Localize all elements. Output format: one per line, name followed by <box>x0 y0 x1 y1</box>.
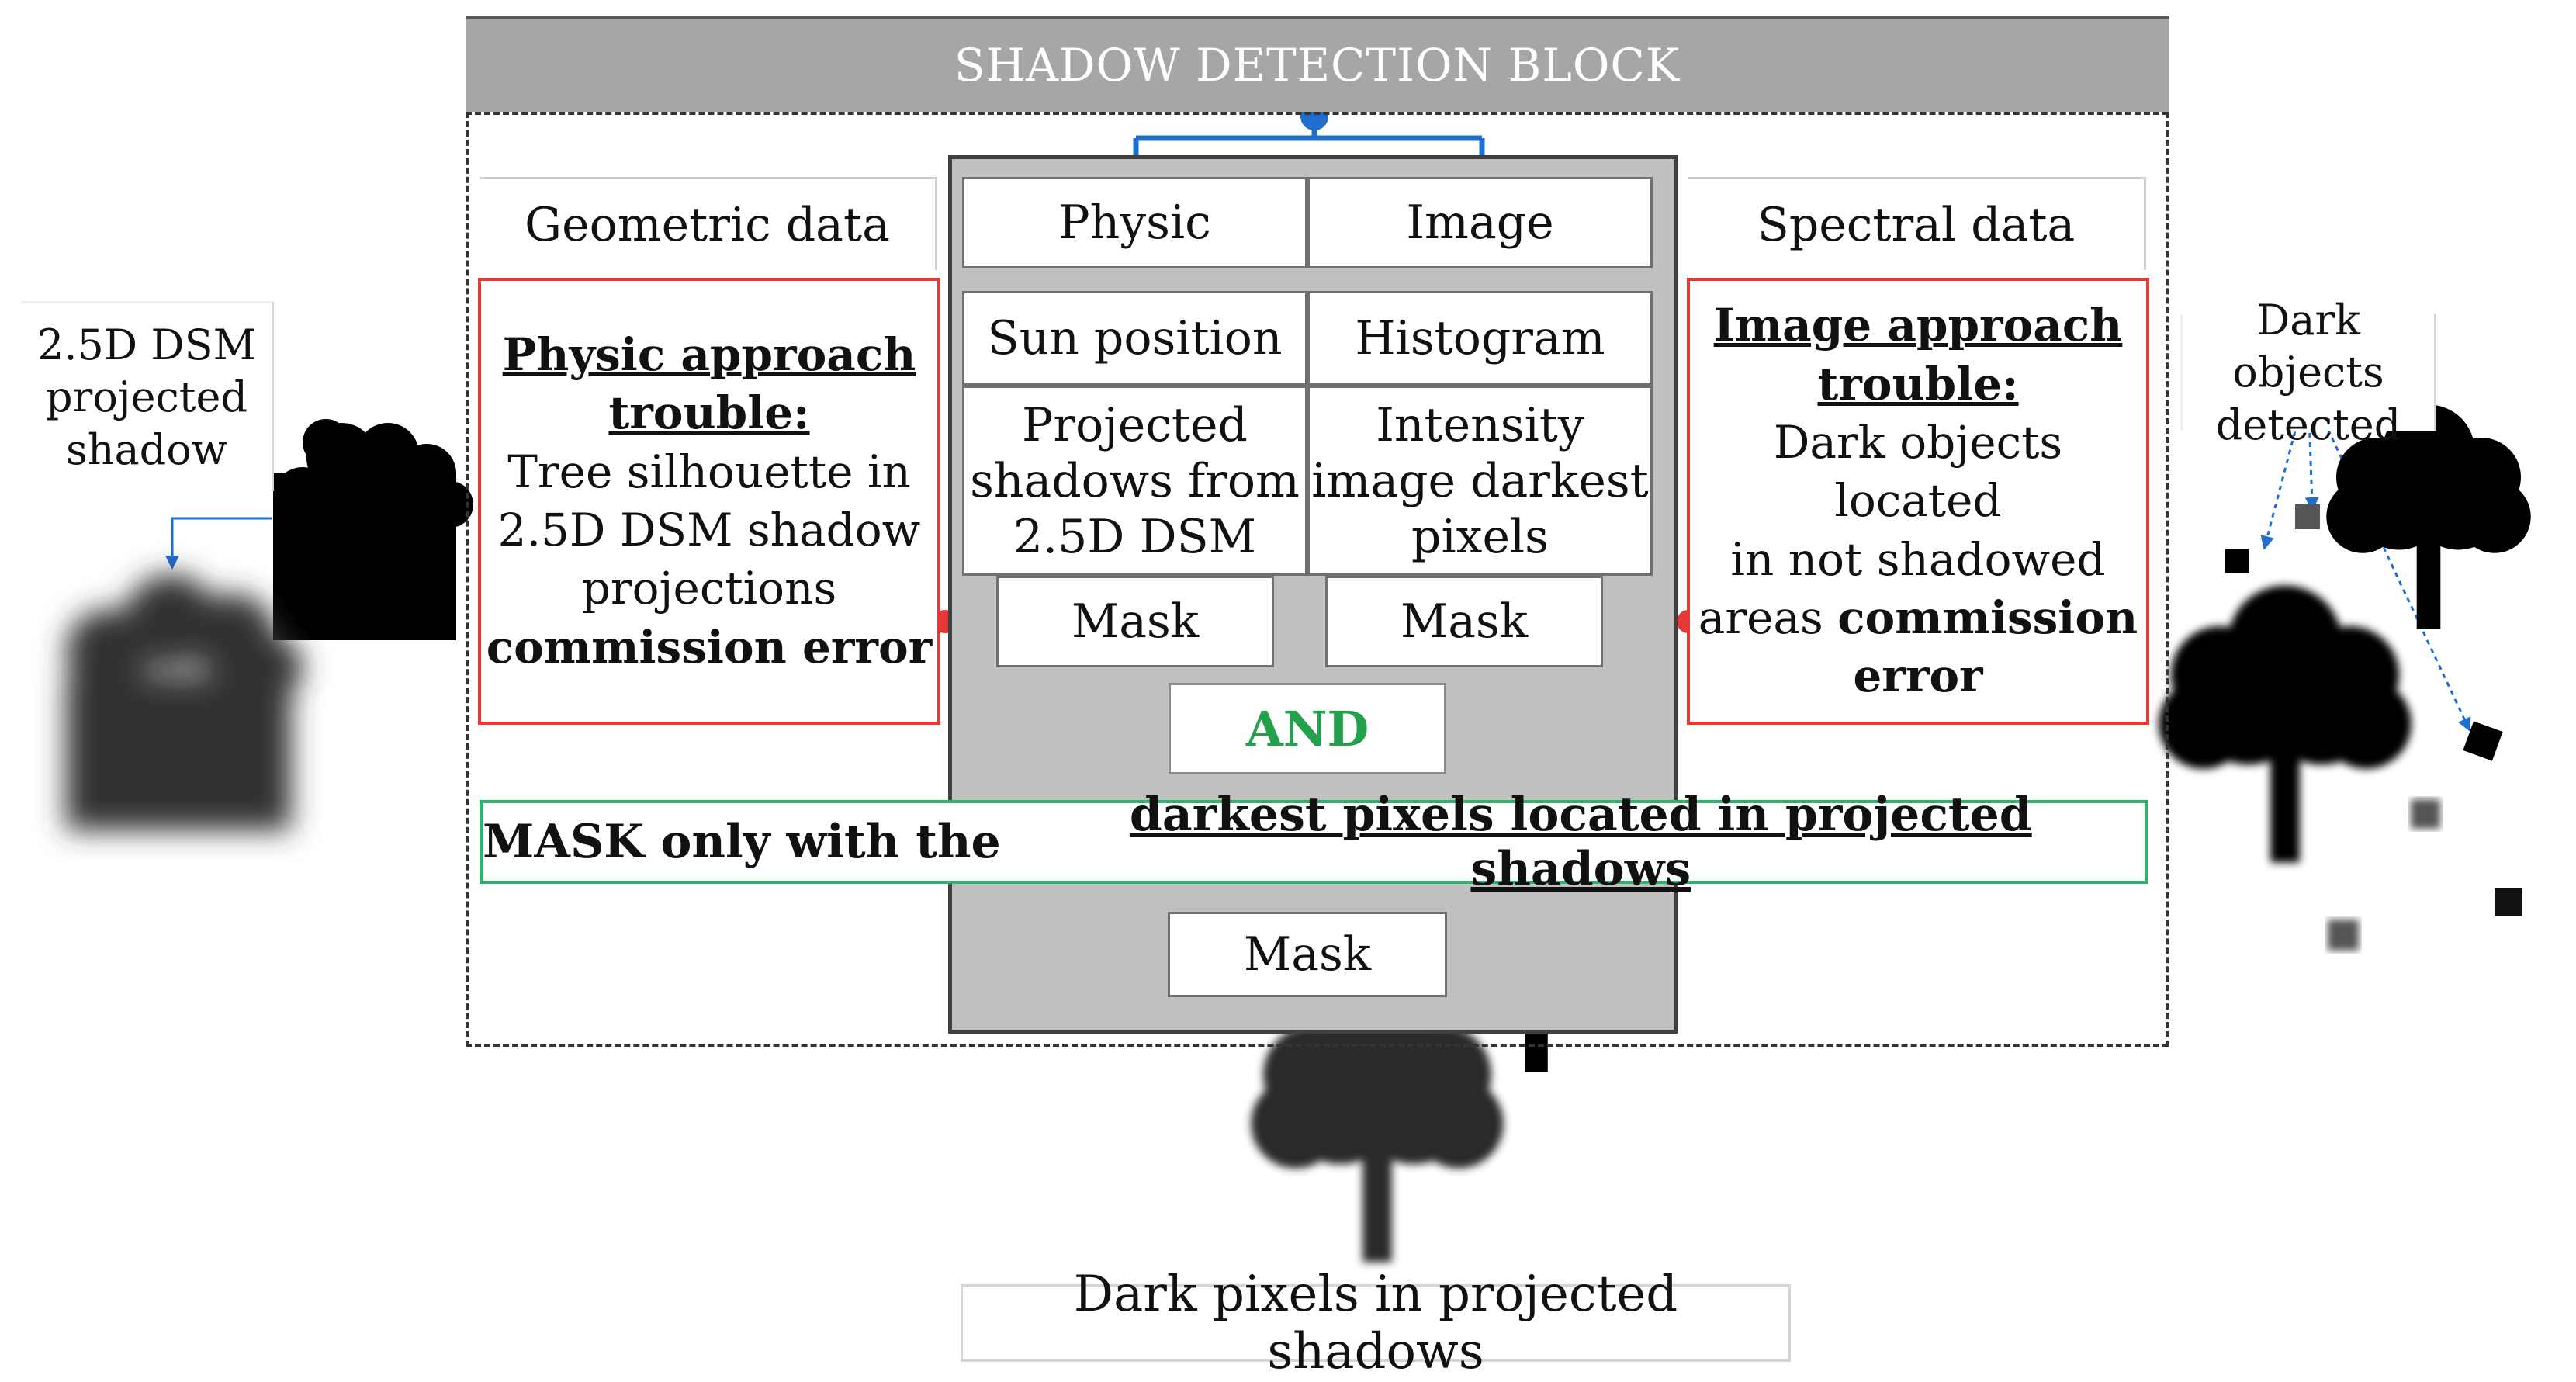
blurred-dsm-shadow-icon <box>66 574 303 830</box>
intensity-darkest-line: Intensity <box>1376 397 1584 452</box>
sun-position-cell: Sun position <box>962 291 1307 386</box>
physic-trouble-text: 2.5D DSM shadow <box>497 504 921 556</box>
final-mask-box: Mask <box>1168 912 1447 997</box>
output-label: Dark pixels in projected shadows <box>961 1266 1791 1380</box>
physic-trouble-text: projections <box>581 562 837 615</box>
projected-shadows-line: Projected <box>1022 397 1248 452</box>
image-trouble-text: areas <box>1698 591 1838 645</box>
dsm-shadow-label: 2.5D DSM projected shadow <box>22 301 274 491</box>
dark-objects-arrows <box>2260 395 2471 733</box>
dsm-shadow-label-line: shadow <box>66 424 227 474</box>
physic-header: Physic <box>962 177 1307 268</box>
diagram-title: SHADOW DETECTION BLOCK <box>466 16 2169 112</box>
histogram-cell: Histogram <box>1307 291 1653 386</box>
dark-square-icon <box>2495 888 2522 916</box>
dark-objects-label-line: Dark objects <box>2232 295 2384 397</box>
dsm-blocky-tree-icon <box>273 419 473 640</box>
physic-trouble-box: Physic approach trouble: Tree silhouette… <box>478 278 940 725</box>
dsm-projection-arrow <box>165 517 272 570</box>
dark-objects-label-line: detected <box>2215 400 2401 449</box>
result-prefix: MASK only with the <box>483 815 1017 869</box>
intensity-darkest-cell: Intensity image darkest pixels <box>1307 386 1653 576</box>
image-trouble-emphasis: commission <box>1837 591 2138 645</box>
projected-shadows-cell: Projected shadows from 2.5D DSM <box>962 386 1307 576</box>
physic-trouble-emphasis: commission error <box>486 620 933 674</box>
intensity-darkest-line: pixels <box>1411 509 1549 564</box>
physic-trouble-title: Physic approach <box>502 327 916 381</box>
dark-square-icon <box>2411 799 2440 829</box>
physic-trouble-text: Tree silhouette in <box>507 445 911 498</box>
image-trouble-emphasis: error <box>1853 649 1983 703</box>
dark-square-icon <box>2225 549 2249 573</box>
dark-square-icon <box>2328 920 2359 951</box>
blurred-tree-shadow-icon <box>2159 585 2412 863</box>
dsm-shadow-label-line: projected <box>45 372 248 422</box>
image-mask-box: Mask <box>1325 576 1603 667</box>
intensity-darkest-line: image darkest <box>1311 453 1649 508</box>
physic-mask-box: Mask <box>996 576 1274 667</box>
image-trouble-box: Image approach trouble: Dark objects loc… <box>1687 278 2149 725</box>
dark-objects-label: Dark objects detected <box>2180 296 2436 449</box>
image-trouble-title: Image approach <box>1713 299 2123 352</box>
geometric-data-header: Geometric data <box>480 177 937 270</box>
shadow-detection-frame <box>466 112 2169 1047</box>
result-underlined: darkest pixels located in projected shad… <box>1129 788 2032 896</box>
physic-trouble-title: trouble: <box>608 386 810 440</box>
image-header: Image <box>1307 177 1653 268</box>
image-trouble-text: in not shadowed <box>1730 532 2106 586</box>
and-operator: AND <box>1169 683 1446 774</box>
image-trouble-text: Dark objects located <box>1773 415 2063 528</box>
dark-square-icon <box>2463 721 2503 761</box>
result-mask-description: MASK only with the darkest pixels locate… <box>480 788 2148 896</box>
spectral-data-header: Spectral data <box>1688 177 2146 270</box>
projected-shadows-line: shadows from <box>970 453 1300 508</box>
dark-square-icon <box>2295 504 2320 529</box>
dsm-shadow-label-line: 2.5D DSM <box>37 320 256 369</box>
projected-shadows-line: 2.5D DSM <box>1013 509 1257 564</box>
image-trouble-title: trouble: <box>1817 357 2019 410</box>
image-trouble-line-mixed: areas commission <box>1698 589 2138 647</box>
